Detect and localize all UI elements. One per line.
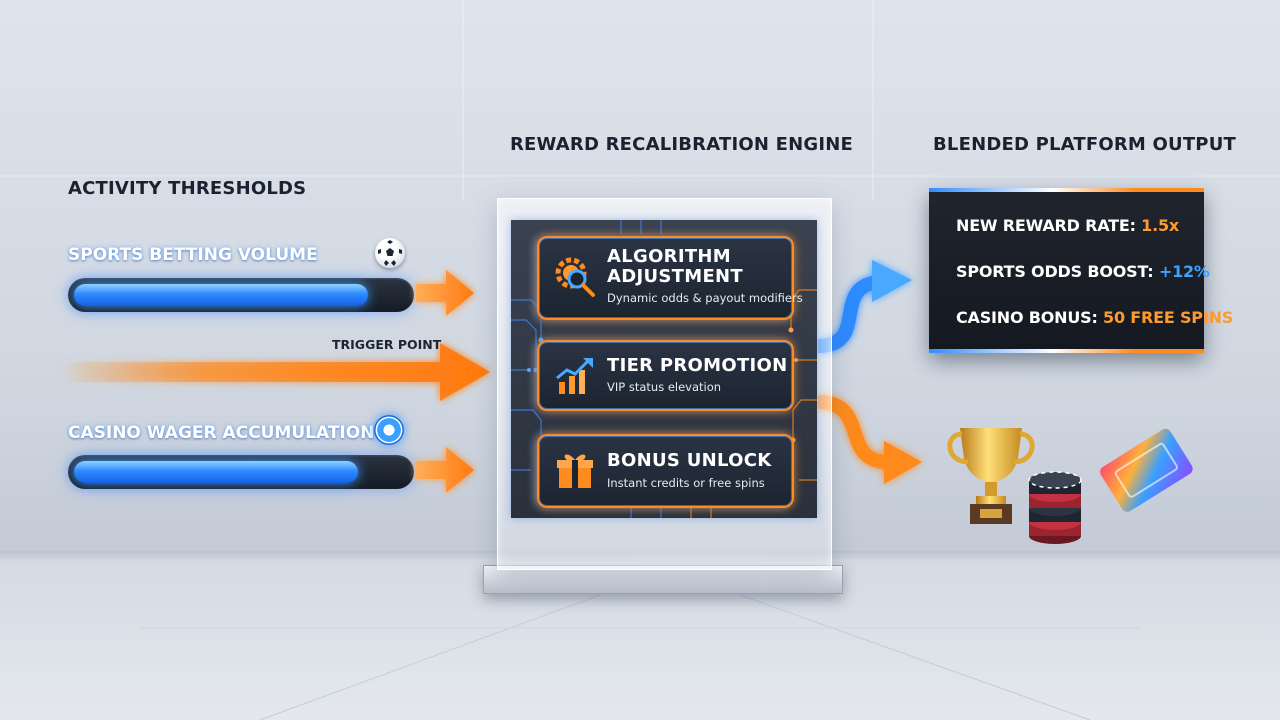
- thresholds-heading: ACTIVITY THRESHOLDS: [68, 178, 307, 199]
- sports-odds-label: SPORTS ODDS BOOST:: [956, 262, 1159, 281]
- output-arrow-blue-icon: [817, 260, 912, 353]
- reward-rate-label: NEW REWARD RATE:: [956, 216, 1142, 235]
- module-subtitle: VIP status elevation: [607, 380, 722, 394]
- rewards-illustration: [947, 428, 1193, 544]
- trigger-point-label: TRIGGER POINT: [332, 337, 442, 352]
- gift-icon: [557, 454, 593, 488]
- output-arrow-orange-icon: [817, 395, 922, 484]
- trophy-icon: [947, 428, 1035, 524]
- reward-rate-line: NEW REWARD RATE: 1.5x: [956, 216, 1179, 235]
- gear-magnifier-icon: [555, 257, 595, 297]
- sports-odds-line: SPORTS ODDS BOOST: +12%: [956, 262, 1210, 281]
- casino-chip-icon: [374, 415, 404, 445]
- ticket-icon: [1100, 428, 1193, 512]
- chip-stack-icon: [1028, 471, 1082, 544]
- module-title-line2: ADJUSTMENT: [607, 266, 743, 287]
- module-subtitle: Dynamic odds & payout modifiers: [607, 291, 803, 305]
- module-bonus-unlock: BONUS UNLOCK Instant credits or free spi…: [537, 434, 794, 508]
- panel-frame: [929, 188, 1204, 353]
- trigger-arrow-icon: [60, 343, 490, 401]
- module-title-line1: BONUS UNLOCK: [607, 450, 772, 471]
- reward-rate-value: 1.5x: [1141, 216, 1180, 235]
- casino-bonus-value: 50 FREE SPINS: [1103, 308, 1234, 327]
- casino-bonus-line: CASINO BONUS: 50 FREE SPINS: [956, 308, 1233, 327]
- growth-chart-icon: [556, 358, 593, 394]
- soccer-ball-icon: [375, 238, 405, 268]
- casino-bonus-label: CASINO BONUS:: [956, 308, 1104, 327]
- casino-wager-label: CASINO WAGER ACCUMULATION: [68, 423, 375, 443]
- sports-arrow-icon: [416, 270, 474, 316]
- module-algorithm-adjustment: ALGORITHM ADJUSTMENT Dynamic odds & payo…: [537, 236, 803, 320]
- casino-wager-fill: [74, 461, 358, 483]
- engine-heading: REWARD RECALIBRATION ENGINE: [510, 134, 853, 155]
- sports-volume-label: SPORTS BETTING VOLUME: [68, 245, 318, 265]
- sports-volume-bar: [68, 278, 414, 312]
- output-heading: BLENDED PLATFORM OUTPUT: [933, 134, 1236, 155]
- module-title-line1: ALGORITHM: [607, 246, 731, 267]
- sports-odds-value: +12%: [1158, 262, 1210, 281]
- module-title-line1: TIER PROMOTION: [607, 355, 788, 376]
- output-panel: NEW REWARD RATE: 1.5x SPORTS ODDS BOOST:…: [929, 188, 1233, 353]
- module-tier-promotion: TIER PROMOTION VIP status elevation: [537, 340, 794, 411]
- module-subtitle: Instant credits or free spins: [607, 476, 765, 490]
- casino-wager-bar: [68, 455, 414, 489]
- sports-volume-fill: [74, 284, 368, 306]
- casino-arrow-icon: [416, 447, 474, 493]
